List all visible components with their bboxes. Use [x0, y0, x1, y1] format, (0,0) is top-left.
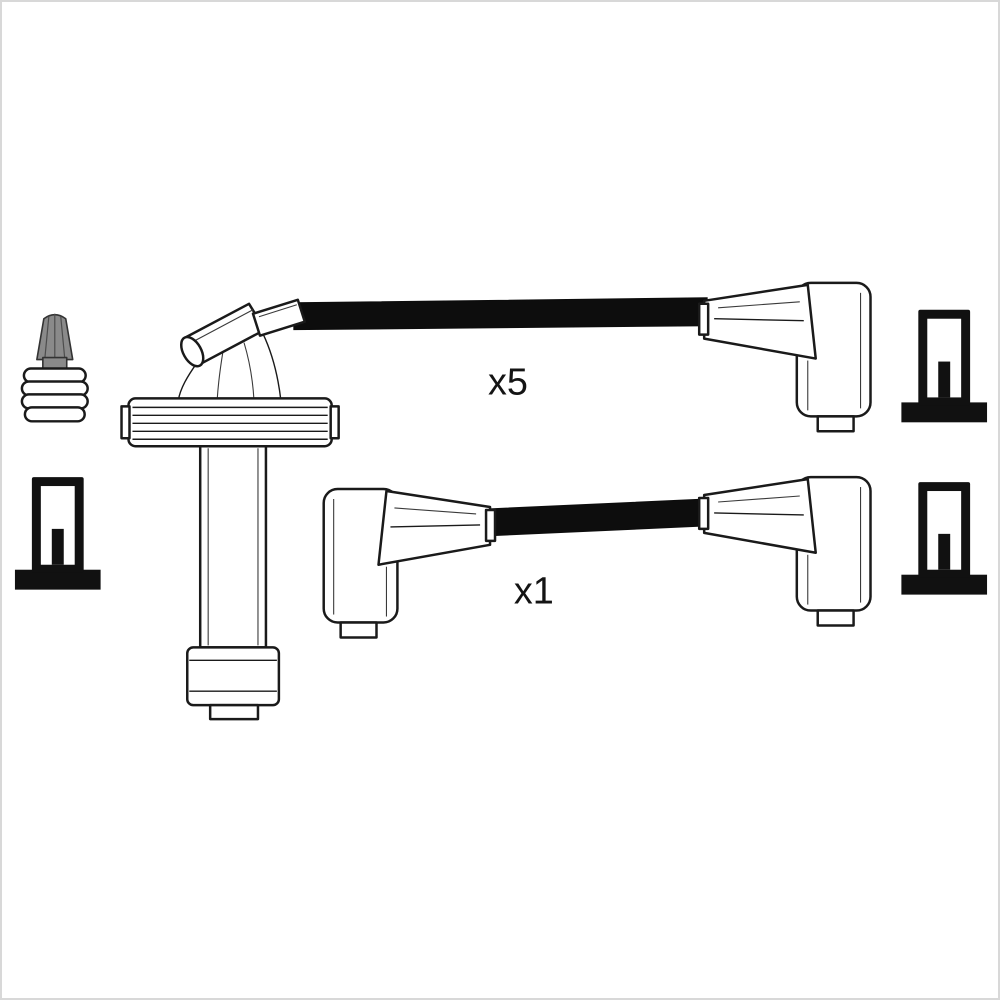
- boot-foot: [208, 703, 260, 721]
- cable-entry-connector: [251, 298, 307, 337]
- boot-open-end: [179, 335, 205, 368]
- boot-lower-cylinder: [186, 646, 281, 707]
- insulator-rib: [23, 406, 86, 423]
- ignition-cable-x1: [486, 498, 707, 537]
- cable-entry-line: [258, 304, 297, 318]
- nut-rib-line: [60, 316, 66, 359]
- spark-plug-terminal-nut-icon: [20, 313, 89, 423]
- elbow-boot-x5-right: [697, 281, 872, 433]
- cap-end-tab-right: [329, 405, 340, 440]
- boot-neck-left-edge: [177, 362, 198, 401]
- cap-end-tab-left: [120, 405, 131, 440]
- nut-rib-line: [44, 316, 50, 359]
- boot-shaft: [198, 444, 268, 649]
- ignition-cable-x5: [293, 297, 708, 331]
- label-quantity-x5: x5: [488, 361, 528, 403]
- boot-neck-inner-line: [243, 342, 255, 401]
- cable-x1-wire: [486, 498, 707, 537]
- boot-neck-inner-line: [216, 350, 224, 401]
- boot-neck-right-edge: [262, 333, 282, 401]
- elbow-boot-x1-right: [697, 475, 872, 627]
- boot-angled-tube-line: [190, 309, 254, 344]
- elbow-boot-x1-left: [322, 487, 497, 639]
- terminal-clip-icon-right-bottom: [901, 482, 988, 595]
- coil-boot-with-long-shaft-icon: [120, 298, 340, 721]
- terminal-clip-icon-left: [14, 477, 101, 590]
- label-quantity-x1: x1: [514, 571, 554, 613]
- terminal-clip-icon-right-top: [901, 309, 988, 423]
- cable-x5-wire: [293, 297, 708, 331]
